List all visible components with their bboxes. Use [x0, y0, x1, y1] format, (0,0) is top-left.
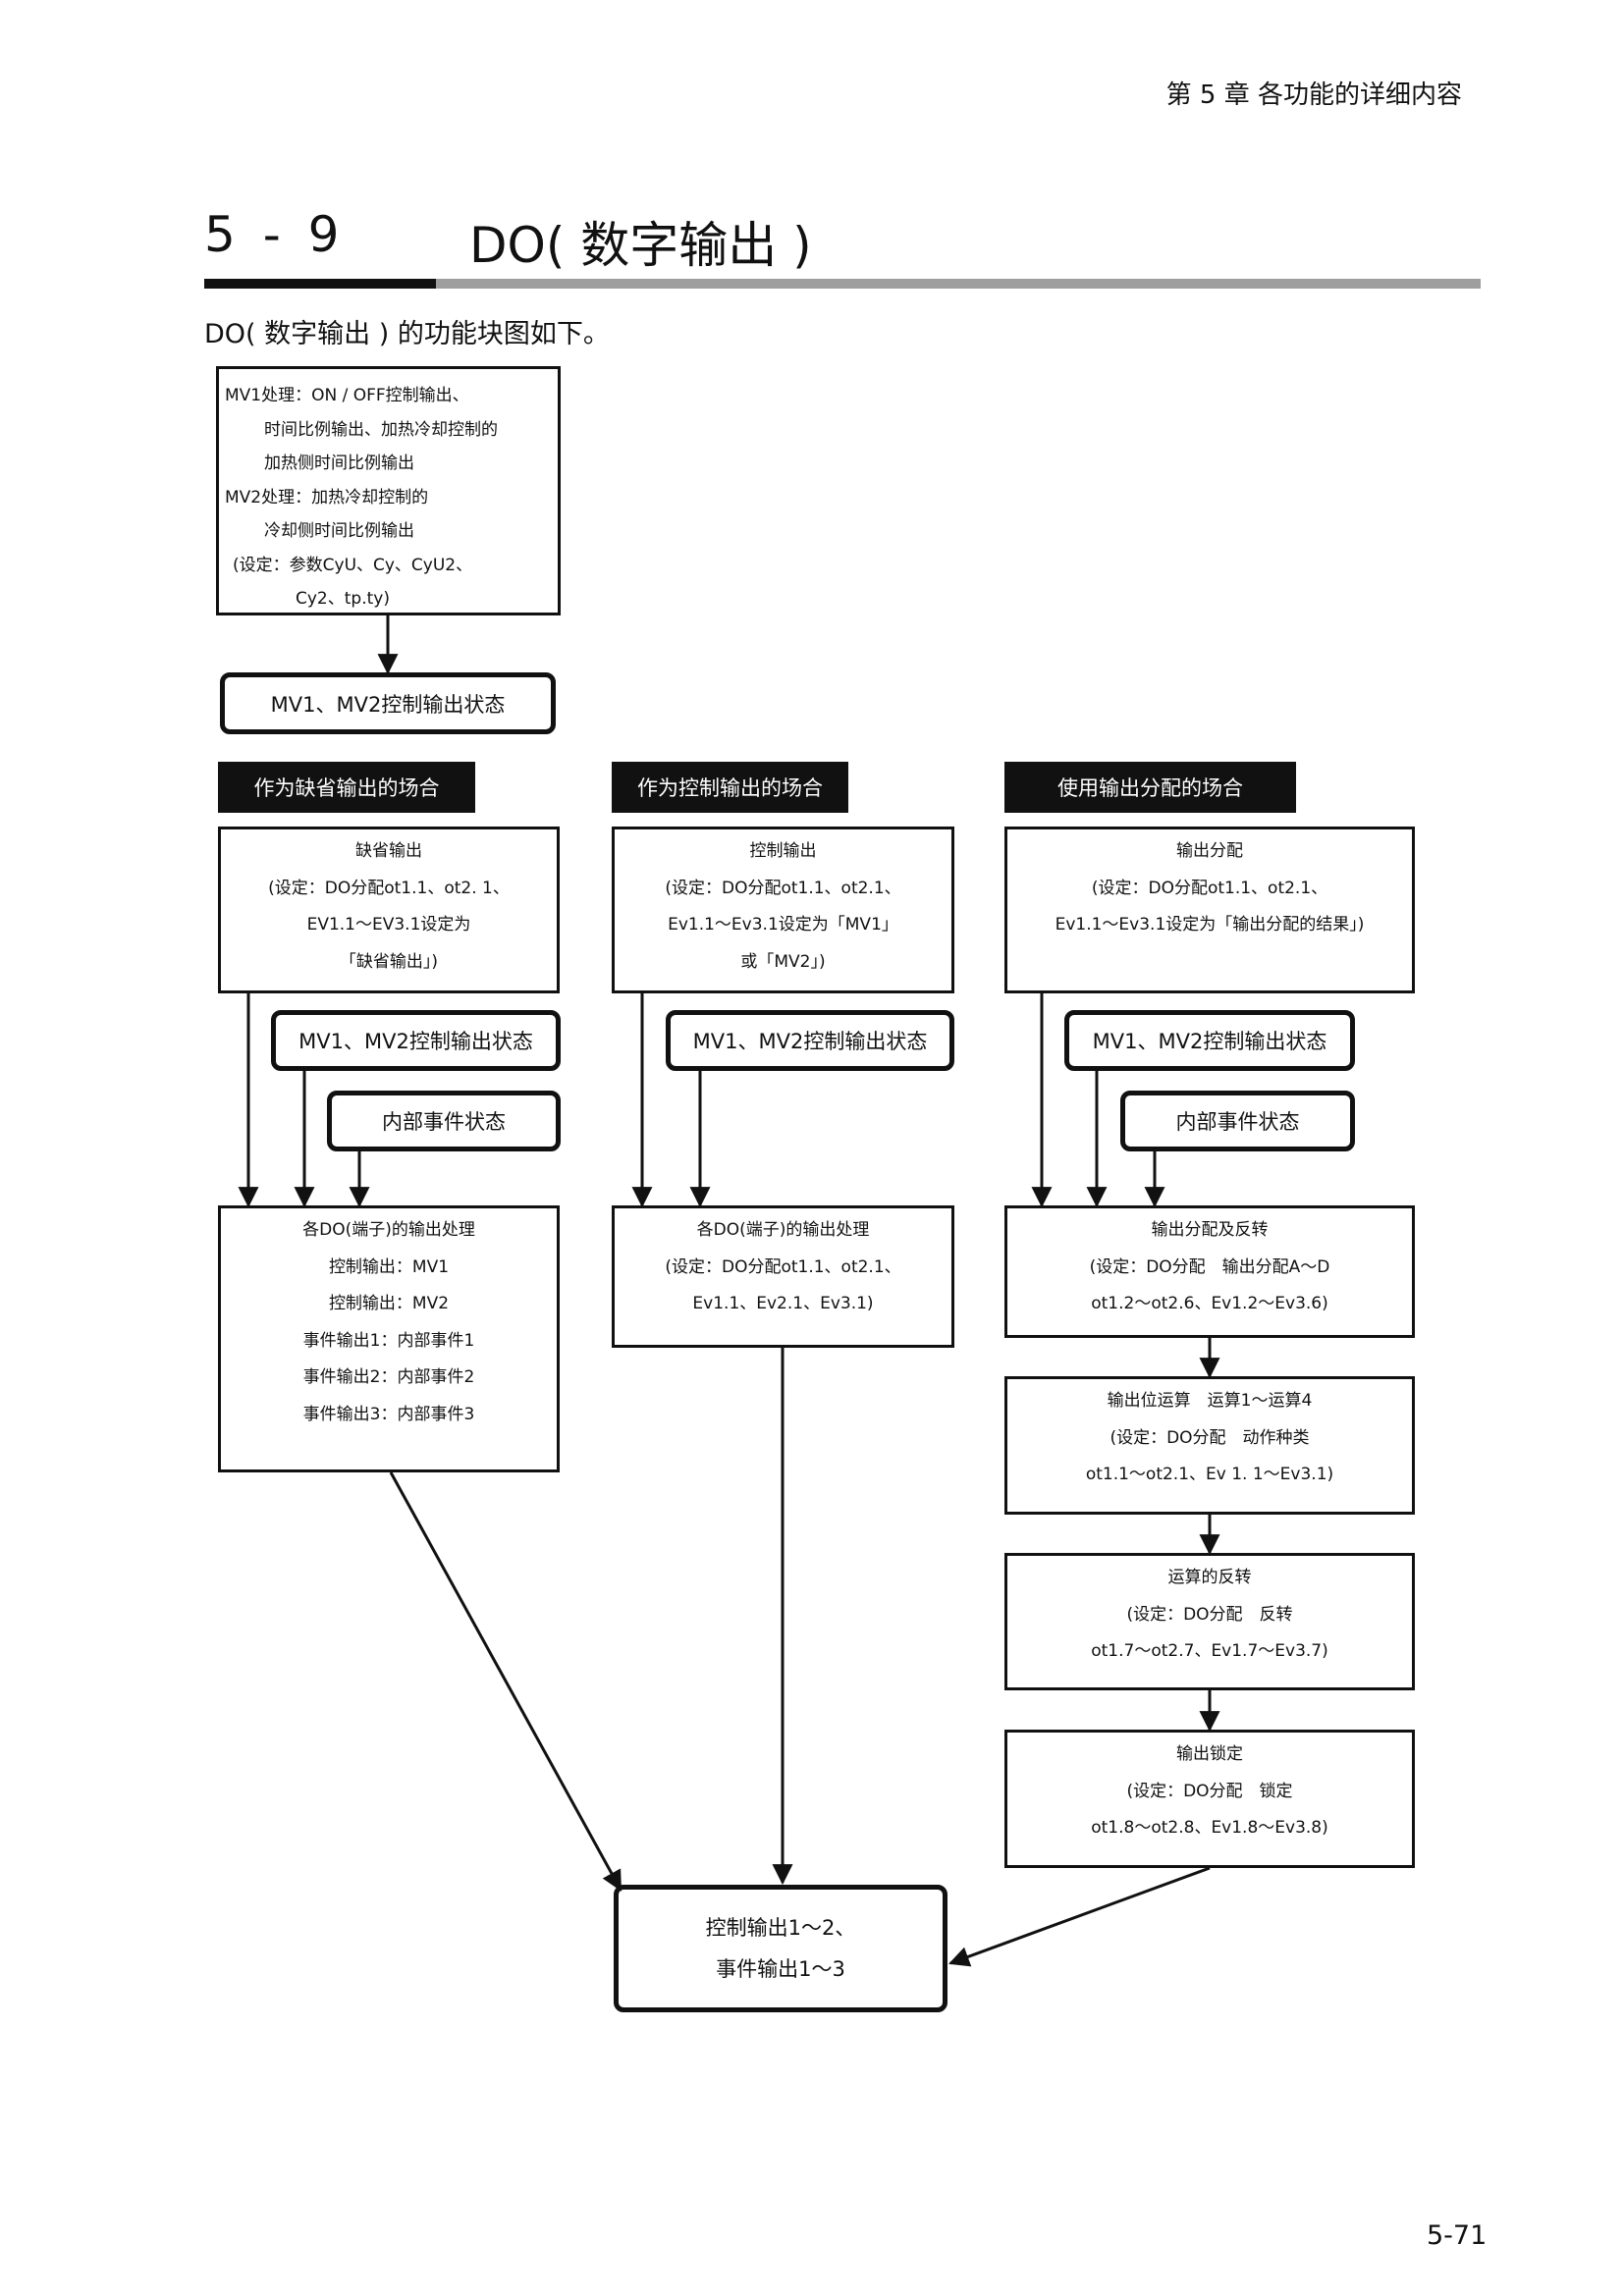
col3-output-assign-box: 输出分配 (设定：DO分配ot1.1、ot2.1、 Ev1.1～Ev3.1设定为…	[1004, 827, 1415, 993]
col3-event-box: 内部事件状态	[1120, 1091, 1355, 1151]
col1-do-processing-box: 各DO(端子)的输出处理 控制输出：MV1 控制输出：MV2 事件输出1：内部事…	[218, 1205, 560, 1472]
col2-box2-line-2: (设定：DO分配ot1.1、ot2.1、	[665, 1256, 901, 1277]
section-number: 5 - 9	[204, 206, 346, 263]
col3-box2-line-2: (设定：DO分配 输出分配A～D	[1089, 1256, 1330, 1277]
col1-event-box: 内部事件状态	[327, 1091, 561, 1151]
process-line-7: Cy2、tp.ty)	[296, 589, 390, 609]
col2-do-processing-box: 各DO(端子)的输出处理 (设定：DO分配ot1.1、ot2.1、 Ev1.1、…	[612, 1205, 954, 1348]
col3-header: 使用输出分配的场合	[1004, 762, 1296, 813]
process-line-2: 时间比例输出、加热冷却控制的	[264, 419, 498, 440]
title-rule-dark	[204, 279, 436, 289]
col3-box5-line-3: ot1.8～ot2.8、Ev1.8～Ev3.8)	[1091, 1818, 1328, 1838]
col1-box2-line-1: 各DO(端子)的输出处理	[302, 1220, 475, 1240]
intro-text: DO( 数字输出 ) 的功能块图如下。	[204, 319, 610, 349]
arrow-c3-final	[948, 1866, 1211, 1967]
col2-control-output-box: 控制输出 (设定：DO分配ot1.1、ot2.1、 Ev1.1～Ev3.1设定为…	[612, 827, 954, 993]
col3-box4-line-3: ot1.7～ot2.7、Ev1.7～Ev3.7)	[1091, 1641, 1328, 1661]
col1-header: 作为缺省输出的场合	[218, 762, 475, 813]
col3-output-latch-box: 输出锁定 (设定：DO分配 锁定 ot1.8～ot2.8、Ev1.8～Ev3.8…	[1004, 1730, 1415, 1868]
mv-process-box: MV1处理：ON / OFF控制输出、 时间比例输出、加热冷却控制的 加热侧时间…	[216, 366, 561, 615]
arrow-c1-final	[389, 1471, 623, 1892]
col2-box2-line-3: Ev1.1、Ev2.1、Ev3.1)	[692, 1294, 874, 1313]
process-line-3: 加热侧时间比例输出	[264, 454, 414, 473]
process-line-1: MV1处理：ON / OFF控制输出、	[225, 386, 469, 405]
process-line-5: 冷却侧时间比例输出	[264, 521, 414, 541]
process-line-4: MV2处理：加热冷却控制的	[225, 487, 429, 507]
top-state-box: MV1、MV2控制输出状态	[220, 672, 556, 734]
col3-box3-line-3: ot1.1～ot2.1、Ev 1. 1～Ev3.1)	[1085, 1465, 1334, 1484]
col3-box1-line-1: 输出分配	[1176, 841, 1243, 861]
col2-box1-line-3: Ev1.1～Ev3.1设定为「MV1」	[668, 915, 898, 934]
col3-state-box: MV1、MV2控制输出状态	[1064, 1010, 1355, 1071]
col3-box5-line-1: 输出锁定	[1176, 1744, 1243, 1764]
col3-box1-line-3: Ev1.1～Ev3.1设定为「输出分配的结果」)	[1055, 915, 1365, 934]
col3-op-invert-box: 运算的反转 (设定：DO分配 反转 ot1.7～ot2.7、Ev1.7～Ev3.…	[1004, 1553, 1415, 1690]
col1-box2-line-4: 事件输出1：内部事件1	[302, 1330, 475, 1351]
process-line-6: (设定：参数CyU、Cy、CyU2、	[233, 555, 473, 575]
col1-box1-line-2: (设定：DO分配ot1.1、ot2. 1、	[268, 878, 510, 898]
col2-box1-line-1: 控制输出	[749, 841, 817, 861]
page-number: 5-71	[1427, 2220, 1488, 2251]
col1-box2-line-6: 事件输出3：内部事件3	[302, 1404, 475, 1424]
col3-box2-line-3: ot1.2～ot2.6、Ev1.2～Ev3.6)	[1091, 1294, 1328, 1313]
col3-box3-line-1: 输出位运算 运算1～运算4	[1107, 1391, 1313, 1411]
col2-box2-line-1: 各DO(端子)的输出处理	[696, 1220, 870, 1240]
col2-box1-line-4: 或「MV2」)	[740, 951, 826, 972]
chapter-header: 第 5 章 各功能的详细内容	[1165, 80, 1462, 110]
col3-box5-line-2: (设定：DO分配 锁定	[1126, 1781, 1293, 1801]
col3-box1-line-2: (设定：DO分配ot1.1、ot2.1、	[1091, 878, 1328, 898]
final-line-2: 事件输出1～3	[716, 1957, 845, 1981]
col2-state-box: MV1、MV2控制输出状态	[666, 1010, 954, 1071]
col1-box2-line-5: 事件输出2：内部事件2	[302, 1367, 475, 1387]
col2-box1-line-2: (设定：DO分配ot1.1、ot2.1、	[665, 878, 901, 898]
col3-box2-line-1: 输出分配及反转	[1151, 1220, 1269, 1240]
col2-header: 作为控制输出的场合	[612, 762, 848, 813]
final-line-1: 控制输出1～2、	[705, 1916, 856, 1940]
col1-state-box: MV1、MV2控制输出状态	[271, 1010, 561, 1071]
final-output-box: 控制输出1～2、 事件输出1～3	[614, 1885, 947, 2012]
col1-box1-line-3: EV1.1～EV3.1设定为	[306, 915, 471, 934]
col1-box1-line-1: 缺省输出	[355, 841, 422, 861]
section-title: DO( 数字输出 )	[469, 217, 812, 274]
col3-assign-invert-box: 输出分配及反转 (设定：DO分配 输出分配A～D ot1.2～ot2.6、Ev1…	[1004, 1205, 1415, 1338]
col3-box4-line-1: 运算的反转	[1167, 1568, 1252, 1587]
title-rule-light	[436, 279, 1481, 289]
col3-box3-line-2: (设定：DO分配 动作种类	[1110, 1427, 1310, 1448]
col1-default-output-box: 缺省输出 (设定：DO分配ot1.1、ot2. 1、 EV1.1～EV3.1设定…	[218, 827, 560, 993]
col3-bit-operation-box: 输出位运算 运算1～运算4 (设定：DO分配 动作种类 ot1.1～ot2.1、…	[1004, 1376, 1415, 1515]
col1-box2-line-2: 控制输出：MV1	[328, 1256, 450, 1277]
col1-box2-line-3: 控制输出：MV2	[328, 1294, 450, 1313]
col3-box4-line-2: (设定：DO分配 反转	[1126, 1604, 1293, 1625]
col1-box1-line-4: 「缺省输出」)	[339, 951, 439, 972]
